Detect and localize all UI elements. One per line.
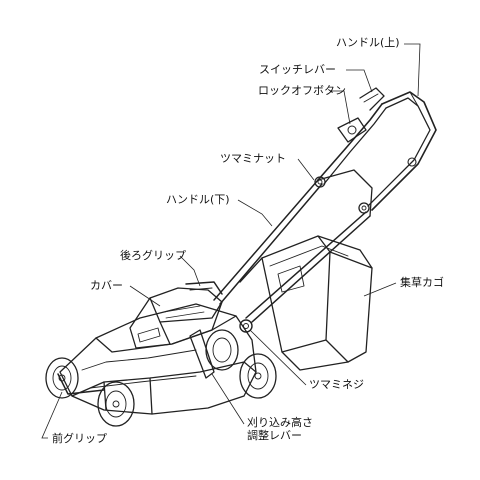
leader-height-lever <box>211 373 245 425</box>
label-grass-bag: 集草カゴ <box>400 276 444 289</box>
wheel-front-right <box>97 381 135 427</box>
knob-screw-drawing <box>239 319 253 333</box>
lower-handle-drawing <box>213 169 373 323</box>
rear-grip-drawing <box>185 281 223 295</box>
leader-grass-bag <box>363 282 397 297</box>
label-rear-grip: 後ろグリップ <box>120 249 186 262</box>
leader-knob-nut <box>297 158 315 181</box>
label-height-lever: 刈り込み高さ 調整レバー <box>247 416 337 442</box>
lockoff-button-drawing <box>337 117 367 143</box>
label-handle-lower: ハンドル(下) <box>166 193 230 206</box>
leader-knob-screw <box>249 329 307 386</box>
leader-handle-lower <box>237 199 273 227</box>
label-knob-screw: ツマミネジ <box>309 378 364 391</box>
switch-lever-drawing <box>359 87 385 111</box>
knob-nut-drawing <box>314 157 417 214</box>
wheel-rear-right <box>239 353 277 399</box>
upper-handle-drawing <box>317 91 437 211</box>
label-lockoff-button: ロックオフボタン <box>258 84 346 97</box>
height-lever-drawing <box>189 329 215 379</box>
label-knob-nut: ツマミナット <box>220 152 286 165</box>
wheel-front-left <box>45 357 79 399</box>
leader-switch-lever <box>346 69 373 93</box>
mower-body-drawing <box>59 303 257 415</box>
grass-bag-drawing <box>239 235 373 371</box>
leader-handle-upper <box>404 43 421 97</box>
leader-rear-grip <box>179 255 201 287</box>
label-height-lever-line1: 刈り込み高さ <box>247 416 313 429</box>
label-cover: カバー <box>90 279 123 292</box>
label-handle-upper: ハンドル(上) <box>336 36 400 49</box>
leader-lockoff-button <box>330 90 351 125</box>
leader-cover <box>129 285 161 307</box>
label-front-grip: 前グリップ <box>52 432 107 445</box>
leader-front-grip <box>41 391 63 439</box>
leader-lines <box>41 43 421 439</box>
label-height-lever-line2: 調整レバー <box>247 429 302 442</box>
label-switch-lever: スイッチレバー <box>259 63 336 76</box>
wheel-rear-left <box>205 329 239 371</box>
